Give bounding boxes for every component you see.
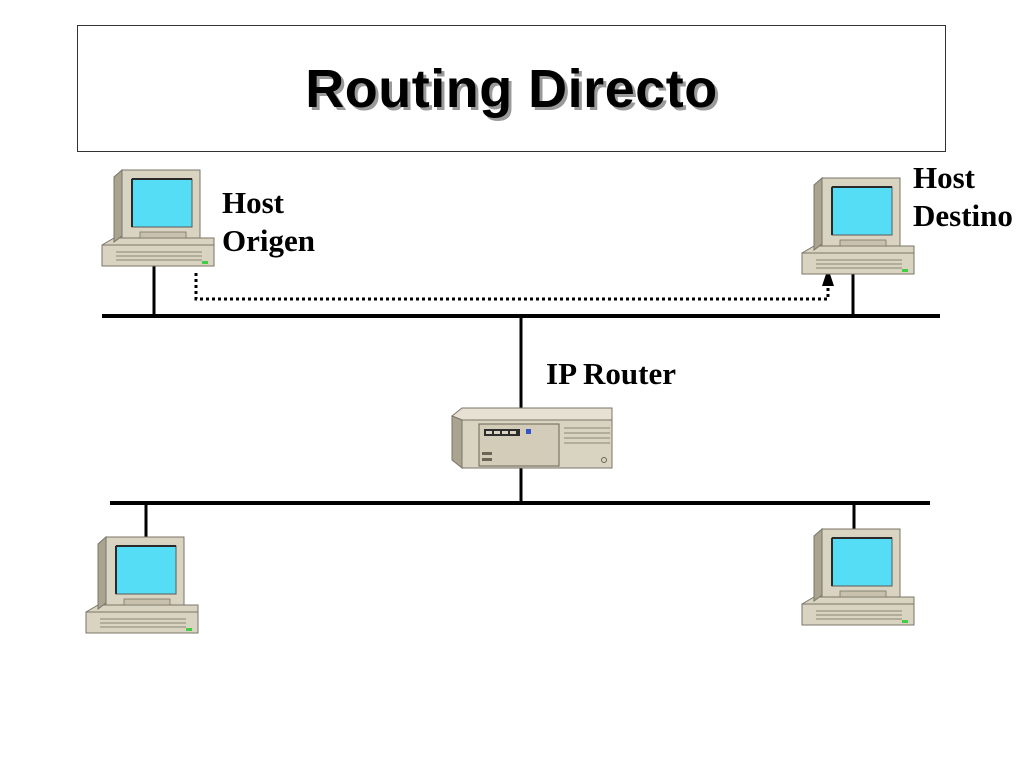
router-icon xyxy=(451,407,613,470)
host-bottom-left-computer-icon xyxy=(85,536,199,634)
host-origen-computer-icon xyxy=(101,169,215,267)
title-box: Routing Directo xyxy=(77,25,946,152)
page-title: Routing Directo xyxy=(305,58,718,119)
host-destino-label: Host Destino xyxy=(913,160,1013,233)
direct-route-path xyxy=(194,273,830,301)
arrow-head-icon xyxy=(822,268,834,286)
host-origen-label: Host Origen xyxy=(222,185,315,258)
ip-router-label: IP Router xyxy=(546,356,677,391)
host-bottom-right-computer-icon xyxy=(801,528,915,626)
host-destino-computer-icon xyxy=(801,177,915,275)
